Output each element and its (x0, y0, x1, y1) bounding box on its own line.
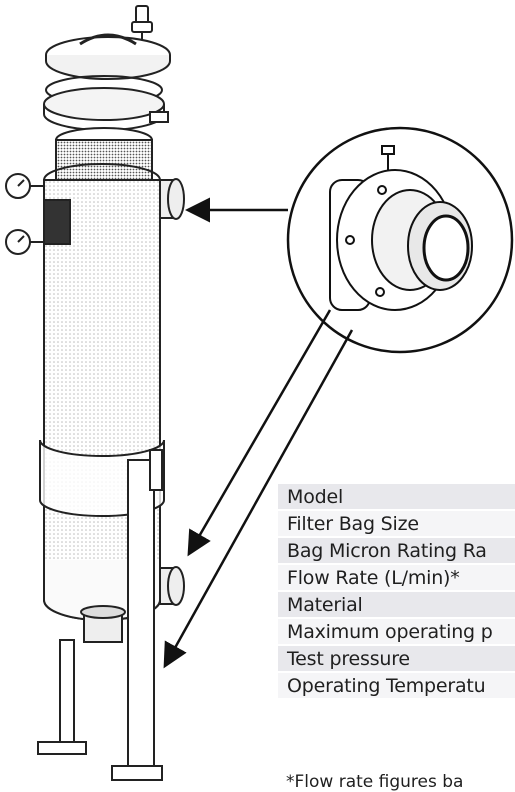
vent-valve (131, 5, 153, 44)
spec-row: Model (278, 484, 515, 511)
spec-row: Flow Rate (L/min)* (278, 564, 515, 592)
spec-row: Bag Micron Rating Ra (278, 537, 515, 565)
name-plate (43, 199, 71, 245)
pressure-gauge-icon (5, 173, 44, 255)
spec-row: Test pressure (278, 645, 515, 673)
spec-label: Bag Micron Rating Ra (278, 537, 515, 565)
specification-table: Model Filter Bag Size Bag Micron Rating … (278, 484, 515, 700)
spec-label: Flow Rate (L/min)* (278, 564, 515, 592)
inlet-flange (159, 178, 185, 220)
spec-label: Model (278, 484, 515, 511)
spec-label: Operating Temperatu (278, 672, 515, 700)
spec-row: Operating Temperatu (278, 672, 515, 700)
clamp-ring (43, 75, 169, 131)
spec-label: Test pressure (278, 645, 515, 673)
support-legs (37, 449, 163, 781)
spec-row: Filter Bag Size (278, 510, 515, 538)
spec-row: Maximum operating p (278, 618, 515, 646)
housing-lid (45, 33, 171, 80)
spec-label: Maximum operating p (278, 618, 515, 646)
spec-label: Filter Bag Size (278, 510, 515, 538)
outlet-flange (159, 566, 185, 606)
footnote-text: *Flow rate figures ba (286, 772, 464, 792)
spec-label: Material (278, 591, 515, 619)
pointer-arrows (163, 197, 354, 669)
spec-row: Material (278, 591, 515, 619)
detail-callout (286, 126, 514, 354)
